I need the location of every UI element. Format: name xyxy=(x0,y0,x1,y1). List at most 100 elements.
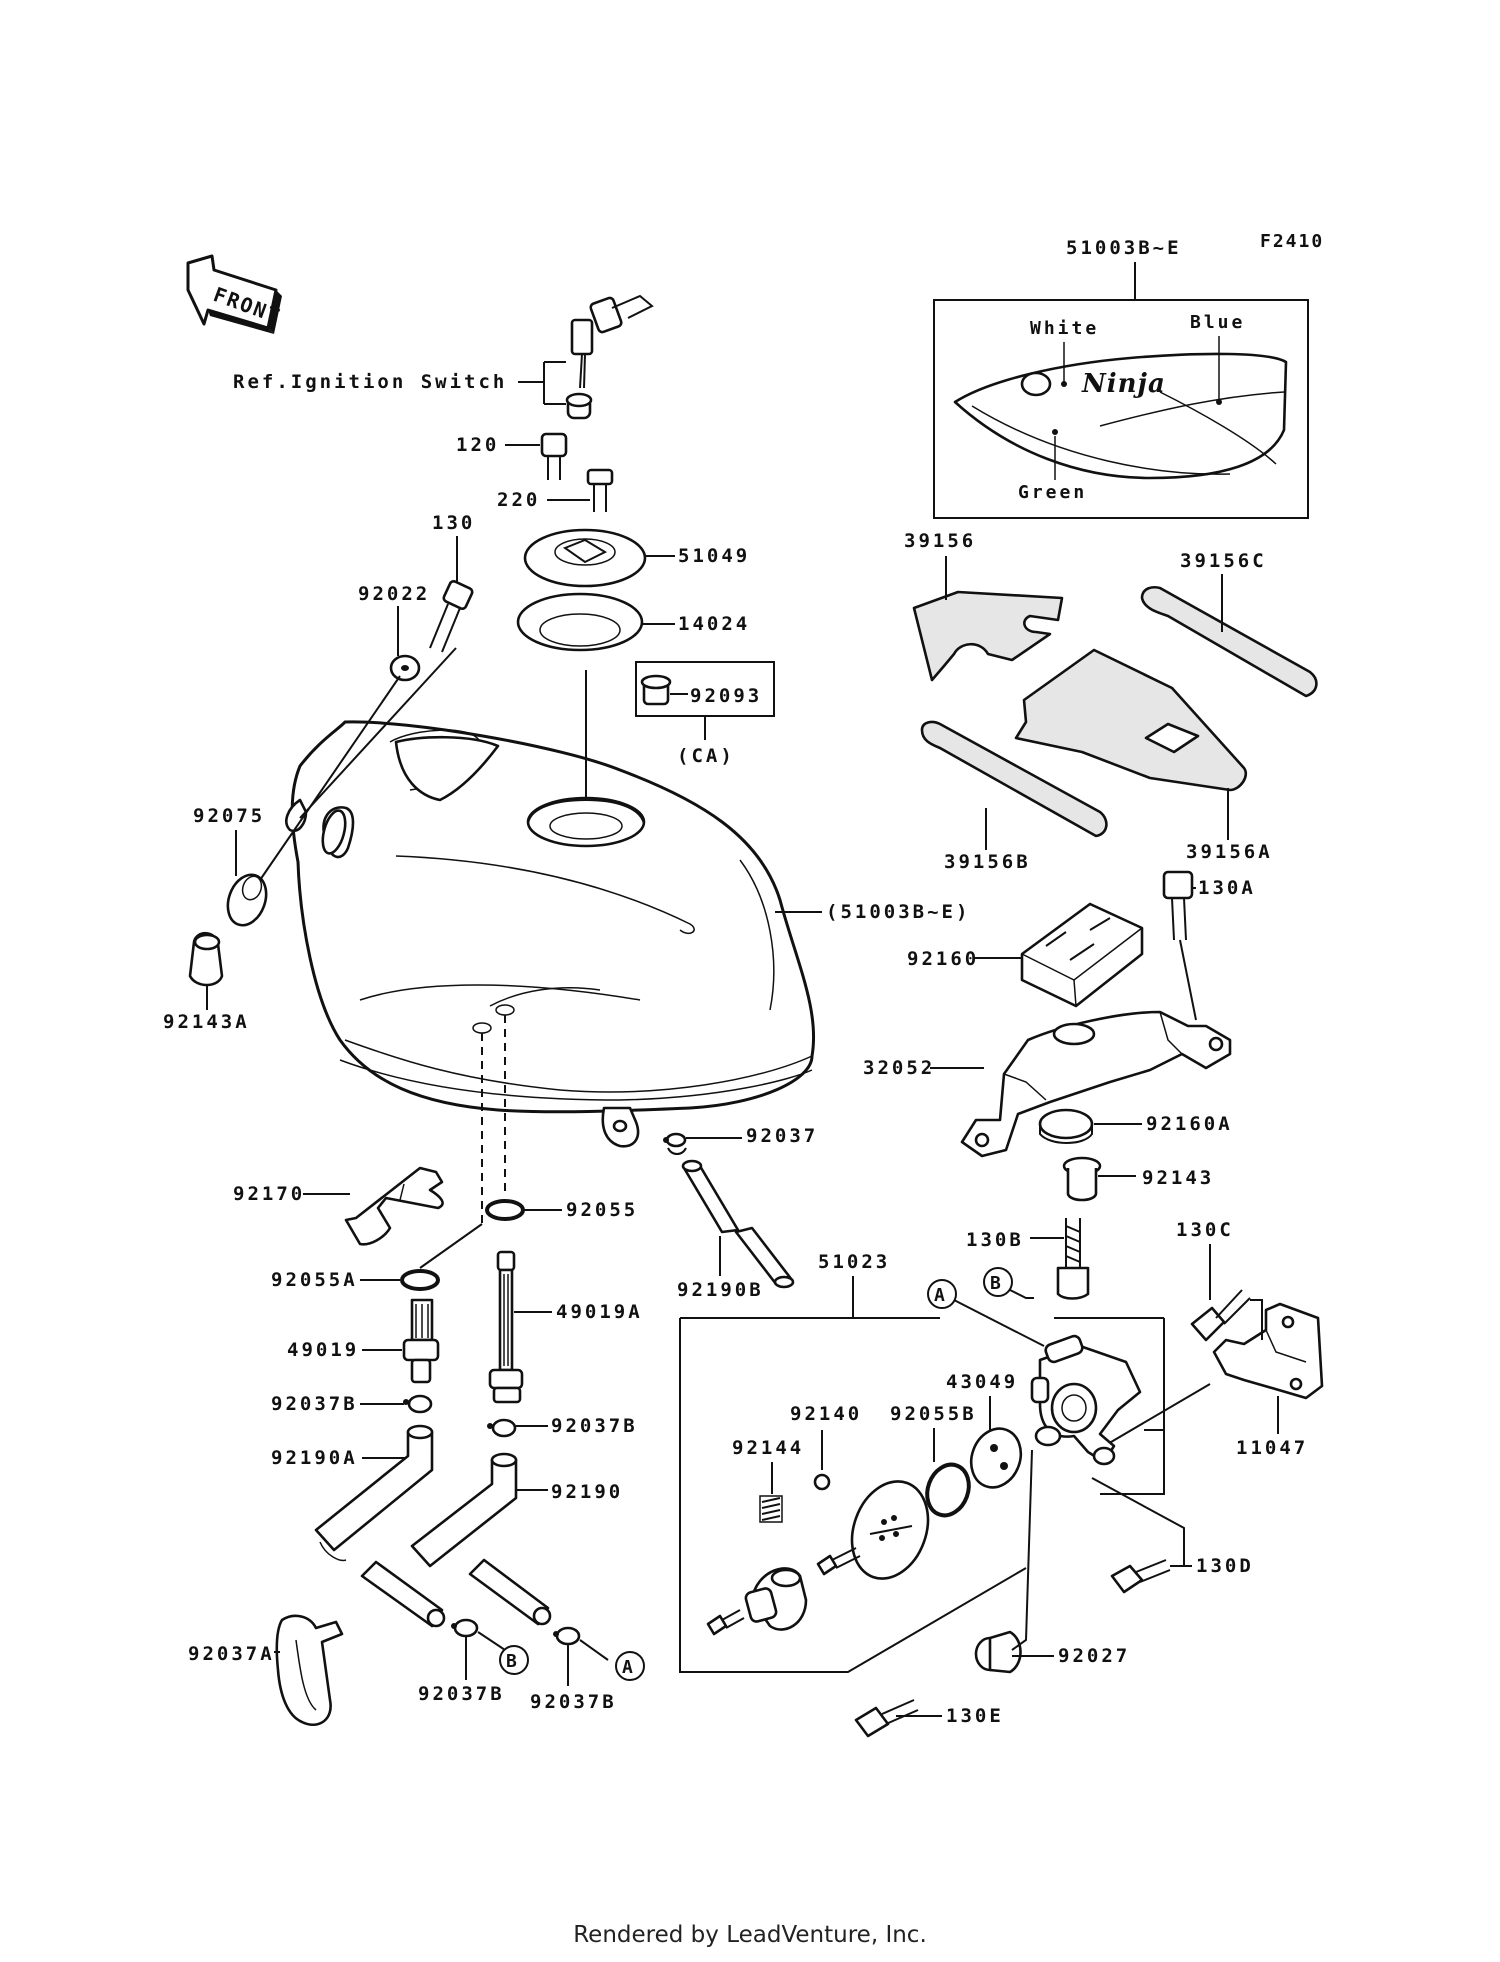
label-92144: 92144 xyxy=(732,1437,804,1459)
label-130D: 130D xyxy=(1196,1555,1254,1577)
part-39156-pad-icon xyxy=(912,590,1064,682)
svg-text:B: B xyxy=(990,1273,1001,1294)
part-220-screw-icon xyxy=(586,468,614,512)
fuel-tank-51003-icon xyxy=(285,720,816,1148)
label-130B: 130B xyxy=(966,1229,1024,1251)
label-92075: 92075 xyxy=(193,805,265,827)
part-11047-bracket-icon xyxy=(1212,1302,1324,1400)
label-39156C: 39156C xyxy=(1180,550,1267,572)
part-92143-collar-icon xyxy=(1062,1156,1102,1202)
label-92037-top: 92037 xyxy=(746,1125,818,1147)
label-39156A: 39156A xyxy=(1186,841,1273,863)
callout-a-bottom: A xyxy=(615,1651,645,1681)
label-92037B-bottom2: 92037B xyxy=(530,1691,617,1713)
decal-color-blue: Blue xyxy=(1190,312,1245,333)
fuel-cock-disc-icon xyxy=(850,1480,930,1580)
part-92190A-hose-icon xyxy=(314,1424,446,1628)
part-92160A-damper-icon xyxy=(1038,1108,1094,1144)
label-49019A: 49019A xyxy=(556,1301,643,1323)
label-14024: 14024 xyxy=(678,613,750,635)
label-92160: 92160 xyxy=(907,948,979,970)
label-92190: 92190 xyxy=(551,1481,623,1503)
part-92075-grommet-icon xyxy=(226,873,268,927)
part-92190-hose-icon xyxy=(410,1452,552,1626)
label-92093: 92093 xyxy=(690,685,762,707)
label-92027: 92027 xyxy=(1058,1645,1130,1667)
label-49019: 49019 xyxy=(287,1339,359,1361)
label-92037B-bottom1: 92037B xyxy=(418,1683,505,1705)
part-130A-bolt-icon xyxy=(1162,870,1194,941)
label-92055B: 92055B xyxy=(890,1403,977,1425)
part-92190B-hose-icon xyxy=(681,1159,795,1289)
callout-b-bottom: B xyxy=(499,1645,529,1675)
label-92140: 92140 xyxy=(790,1403,862,1425)
part-130D-bolt-icon xyxy=(1110,1559,1171,1594)
label-39156: 39156 xyxy=(904,530,976,552)
decal-set-box xyxy=(933,299,1309,519)
part-92037B-bottom2-clip-icon xyxy=(553,1626,581,1646)
fuel-cock-lever-screw-icon xyxy=(706,1609,745,1636)
ignition-note: Ref.Ignition Switch xyxy=(233,371,507,393)
part-39156B-pad-icon xyxy=(920,720,1108,838)
part-92037-clip-icon xyxy=(663,1132,687,1155)
label-220: 220 xyxy=(497,489,540,511)
svg-text:B: B xyxy=(506,1651,517,1672)
footer-credit: Rendered by LeadVenture, Inc. xyxy=(573,1922,927,1948)
label-92143A: 92143A xyxy=(163,1011,250,1033)
callout-b-top: B xyxy=(983,1267,1013,1297)
part-51049-cap-icon xyxy=(523,528,647,588)
part-92022-washer-icon xyxy=(389,654,421,682)
label-92190A: 92190A xyxy=(271,1447,358,1469)
part-92093-icon xyxy=(640,674,672,706)
part-92143A-collar-icon xyxy=(188,931,224,987)
decal-color-white: White xyxy=(1030,318,1099,339)
part-92170-holder-icon xyxy=(344,1166,444,1246)
part-49019-filter-icon xyxy=(402,1298,440,1384)
label-32052: 32052 xyxy=(863,1057,935,1079)
part-130-bolt-icon xyxy=(429,579,474,653)
label-92143: 92143 xyxy=(1142,1167,1214,1189)
part-92055-oring-icon xyxy=(485,1199,525,1221)
part-43049-gasket-icon xyxy=(969,1427,1023,1489)
part-92140-ball-icon xyxy=(813,1473,831,1491)
part-130E-bolt-icon xyxy=(854,1699,919,1738)
part-92144-spring-icon xyxy=(759,1495,783,1523)
diagram-code: F2410 xyxy=(1260,231,1324,252)
ignition-keys-icon xyxy=(565,294,654,420)
label-92160A: 92160A xyxy=(1146,1113,1233,1135)
label-92170: 92170 xyxy=(233,1183,305,1205)
part-39156A-pad-icon xyxy=(1014,648,1248,792)
callout-a-top: A xyxy=(927,1279,957,1309)
label-92037A: 92037A xyxy=(188,1643,275,1665)
part-92055B-oring-icon xyxy=(925,1462,971,1518)
label-43049: 43049 xyxy=(946,1371,1018,1393)
part-92027-collar-icon xyxy=(974,1630,1022,1674)
fuel-cock-group-frame xyxy=(679,1317,1165,1673)
part-49019A-filter-icon xyxy=(488,1250,524,1404)
fuel-cock-screw-icon xyxy=(816,1547,861,1576)
part-130B-bolt-icon xyxy=(1056,1218,1090,1300)
label-51049: 51049 xyxy=(678,545,750,567)
decal-color-green: Green xyxy=(1018,482,1087,503)
label-92055A: 92055A xyxy=(271,1269,358,1291)
decal-set-label: 51003B~E xyxy=(1066,237,1182,259)
front-arrow-icon: FRONT xyxy=(186,254,284,334)
decal-logo: Ninja xyxy=(1081,369,1166,399)
label-39156B: 39156B xyxy=(944,851,1031,873)
fuel-cock-lever-icon xyxy=(744,1567,808,1631)
label-92037B-left: 92037B xyxy=(271,1393,358,1415)
label-130C: 130C xyxy=(1176,1219,1234,1241)
label-130E: 130E xyxy=(946,1705,1004,1727)
tank-label: (51003B~E) xyxy=(826,901,970,923)
part-14024-ring-icon xyxy=(516,592,644,652)
label-92037B-right: 92037B xyxy=(551,1415,638,1437)
part-32052-bracket-icon xyxy=(960,1010,1232,1158)
part-92160-rubber-icon xyxy=(1020,902,1144,1008)
svg-text:A: A xyxy=(934,1285,945,1306)
label-130A: 130A xyxy=(1198,877,1256,899)
part-39156C-pad-icon xyxy=(1140,586,1318,698)
label-130: 130 xyxy=(432,512,475,534)
part-92037A-clamp-icon xyxy=(275,1614,344,1727)
ca-note: (CA) xyxy=(677,745,735,767)
